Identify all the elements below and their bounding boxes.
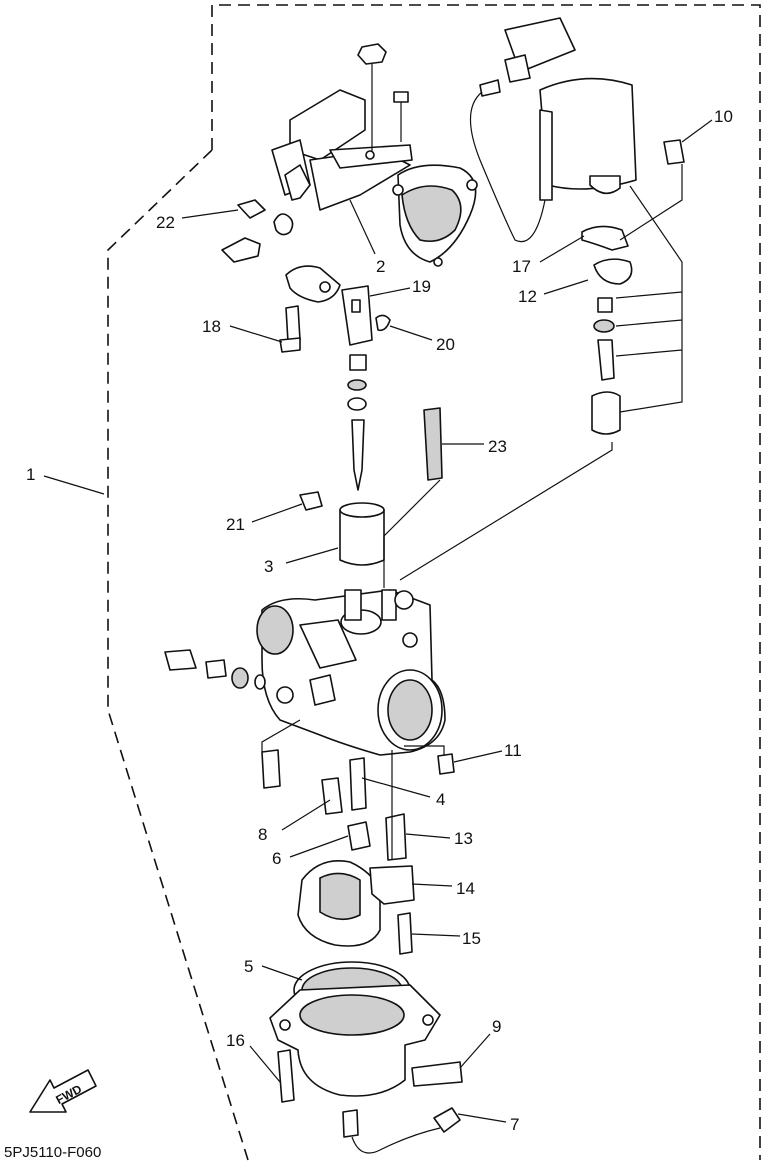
jets-group	[261, 749, 455, 861]
callout-7: 7	[510, 1115, 519, 1134]
carburetor-body	[164, 589, 446, 756]
leader-lines	[43, 119, 713, 1123]
callout-8: 8	[258, 825, 267, 844]
assembly-boundary	[107, 4, 761, 1161]
callout-19: 19	[412, 277, 431, 296]
callout-18: 18	[202, 317, 221, 336]
starter-plunger-stack	[469, 17, 685, 435]
callout-2: 2	[376, 257, 385, 276]
callout-3: 3	[264, 557, 273, 576]
float-bowl-group	[269, 961, 463, 1154]
callout-21: 21	[226, 515, 245, 534]
callout-10: 10	[714, 107, 733, 126]
callout-22: 22	[156, 213, 175, 232]
float-assembly	[297, 860, 415, 955]
callout-16: 16	[226, 1031, 245, 1050]
choke-linkage-assembly	[221, 43, 478, 267]
callout-12: 12	[518, 287, 537, 306]
callout-5: 5	[244, 957, 253, 976]
callout-1: 1	[26, 465, 35, 484]
screw-22	[237, 199, 266, 219]
drawing-code: 5PJ5110-F060	[4, 1144, 101, 1161]
callout-20: 20	[436, 335, 455, 354]
callout-23: 23	[488, 437, 507, 456]
throttle-valve-stack	[299, 354, 443, 566]
callout-15: 15	[462, 929, 481, 948]
callout-13: 13	[454, 829, 473, 848]
callout-6: 6	[272, 849, 281, 868]
throttle-lever-group	[279, 265, 391, 353]
callout-4: 4	[436, 790, 445, 809]
callout-labels: 1 2 3 4 5 6 7 8 9 10 11 12 13 14 15 16 1…	[26, 107, 733, 1134]
callout-14: 14	[456, 879, 475, 898]
callout-11: 11	[504, 741, 522, 760]
callout-9: 9	[492, 1017, 501, 1036]
fwd-arrow-icon: FWD	[29, 1069, 97, 1113]
callout-17: 17	[512, 257, 531, 276]
